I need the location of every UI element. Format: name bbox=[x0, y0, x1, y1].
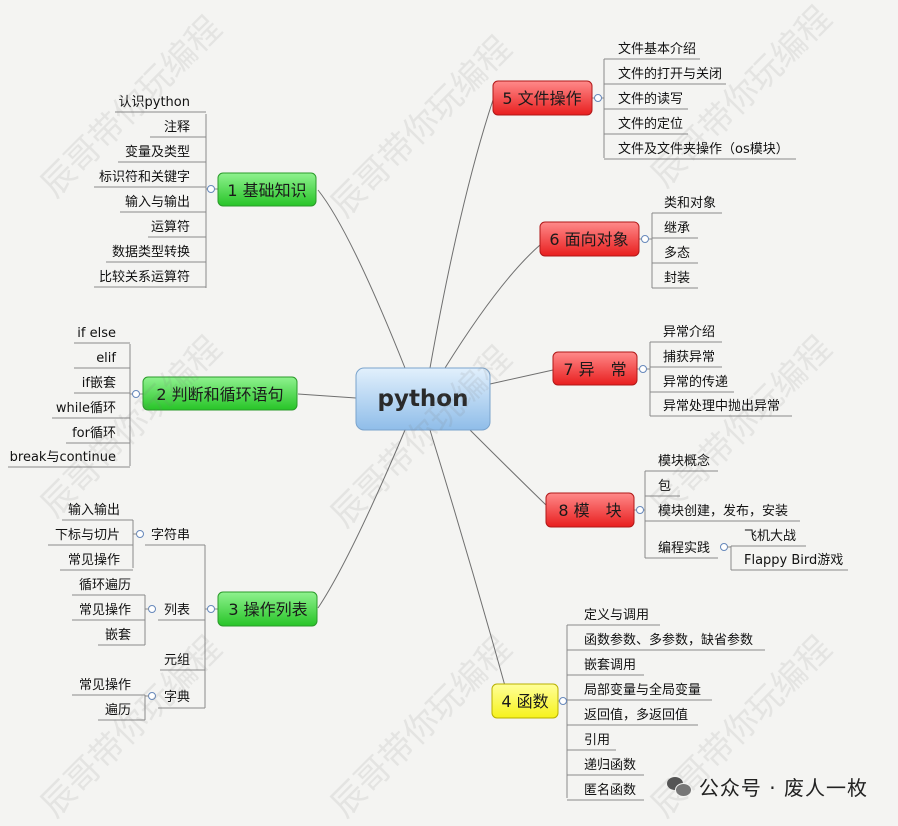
branch-lists: 3 操作列表 字符串 输入输出 下标与切片 常见操作 列表 循环遍历 常见操作 … bbox=[48, 502, 318, 721]
leaf-item: 输入输出 bbox=[68, 502, 120, 518]
leaf-item: 定义与调用 bbox=[584, 608, 649, 623]
branch-control-flow: 2 判断和循环语句 if else elif if嵌套 while循环 for循… bbox=[8, 326, 298, 468]
leaf-item: 封装 bbox=[664, 271, 690, 286]
leaf-item: 类和对象 bbox=[664, 196, 716, 211]
branch-lists-node[interactable]: 3 操作列表 bbox=[217, 591, 318, 627]
leaf-item: 递归函数 bbox=[584, 758, 636, 773]
leaf-item: Flappy Bird游戏 bbox=[744, 553, 843, 568]
branch-exceptions-node[interactable]: 7 异 常 bbox=[552, 351, 638, 386]
branch-modules-node[interactable]: 8 模 块 bbox=[545, 492, 635, 528]
leaf-item: for循环 bbox=[72, 426, 116, 441]
leaf-item: if嵌套 bbox=[82, 375, 116, 391]
leaf-item: 常见操作 bbox=[79, 677, 131, 693]
sub-group-label: 字典 bbox=[164, 690, 190, 705]
branch-oop-label: 6 面向对象 bbox=[549, 230, 628, 249]
leaf-item: 文件的定位 bbox=[618, 116, 683, 132]
leaf-item: break与continue bbox=[10, 450, 116, 465]
center-node[interactable]: python bbox=[355, 367, 491, 431]
branch-oop-node[interactable]: 6 面向对象 bbox=[539, 221, 640, 257]
branch-modules: 8 模 块 模块概念 包 模块创建，发布，安装 编程实践 飞机大战 Flappy… bbox=[545, 453, 848, 571]
footer-text: 公众号 · 废人一枚 bbox=[698, 776, 868, 800]
leaf-item: 文件及文件夹操作（os模块） bbox=[618, 141, 789, 157]
leaf-item: if else bbox=[77, 326, 116, 341]
branch-files: 5 文件操作 文件基本介绍 文件的打开与关闭 文件的读写 文件的定位 文件及文件… bbox=[492, 42, 796, 160]
leaf-item: 异常介绍 bbox=[663, 325, 715, 340]
leaf-item: 嵌套调用 bbox=[584, 657, 636, 673]
wechat-footer: 公众号 · 废人一枚 bbox=[666, 772, 868, 801]
branch-oop: 6 面向对象 类和对象 继承 多态 封装 bbox=[539, 196, 722, 289]
branch-files-node[interactable]: 5 文件操作 bbox=[492, 80, 593, 116]
leaf-item: 匿名函数 bbox=[584, 782, 636, 798]
leaf-item: 函数参数、多参数，缺省参数 bbox=[584, 632, 753, 648]
leaf-item: 运算符 bbox=[151, 219, 190, 235]
leaf-item: 输入与输出 bbox=[125, 194, 190, 210]
sub-group-label: 列表 bbox=[164, 603, 190, 618]
branch-exceptions: 7 异 常 异常介绍 捕获异常 异常的传递 异常处理中抛出异常 bbox=[552, 325, 792, 417]
branch-basics: 1 基础知识 认识python 注释 变量及类型 标识符和关键字 输入与输出 运… bbox=[94, 95, 317, 288]
leaf-item: 飞机大战 bbox=[744, 529, 796, 544]
leaf-item: 循环遍历 bbox=[79, 577, 131, 593]
leaf-item: 变量及类型 bbox=[125, 144, 190, 160]
leaf-item: 注释 bbox=[164, 120, 190, 135]
leaf-item: 模块概念 bbox=[658, 453, 710, 469]
branch-functions: 4 函数 定义与调用 函数参数、多参数，缺省参数 嵌套调用 局部变量与全局变量 … bbox=[491, 608, 765, 801]
sub-group-label: 字符串 bbox=[151, 527, 190, 543]
branch-control-flow-node[interactable]: 2 判断和循环语句 bbox=[142, 376, 298, 411]
branch-exceptions-label: 7 异 常 bbox=[563, 360, 626, 379]
leaf-item: 包 bbox=[658, 479, 671, 494]
sub-group-label: 元组 bbox=[164, 653, 190, 668]
leaf-item: 嵌套 bbox=[105, 627, 131, 643]
branch-lists-label: 3 操作列表 bbox=[228, 600, 307, 619]
spokes bbox=[297, 99, 554, 687]
branch-files-label: 5 文件操作 bbox=[502, 89, 581, 108]
leaf-item: 局部变量与全局变量 bbox=[584, 682, 701, 698]
leaf-item: 遍历 bbox=[105, 702, 131, 718]
leaf-item: 文件基本介绍 bbox=[618, 42, 696, 57]
wechat-icon bbox=[666, 776, 692, 797]
branch-functions-label: 4 函数 bbox=[501, 692, 548, 711]
leaf-item: 标识符和关键字 bbox=[99, 169, 190, 185]
branch-control-flow-label: 2 判断和循环语句 bbox=[156, 385, 283, 404]
leaf-item: 认识python bbox=[119, 95, 190, 110]
leaf-item: 比较关系运算符 bbox=[99, 269, 190, 285]
leaf-item: 多态 bbox=[664, 245, 690, 261]
leaf-item: 常见操作 bbox=[68, 552, 120, 568]
leaf-item: 引用 bbox=[584, 733, 610, 748]
leaf-item: while循环 bbox=[56, 401, 116, 416]
center-label: python bbox=[377, 386, 468, 412]
leaf-item: 继承 bbox=[664, 221, 690, 236]
leaf-item: 返回值，多返回值 bbox=[584, 707, 688, 723]
leaf-item: 常见操作 bbox=[79, 602, 131, 618]
leaf-item: 捕获异常 bbox=[663, 349, 715, 365]
branch-basics-node[interactable]: 1 基础知识 bbox=[217, 172, 317, 207]
leaf-item: 下标与切片 bbox=[55, 528, 120, 543]
leaf-item: 文件的打开与关闭 bbox=[618, 66, 722, 82]
branch-modules-label: 8 模 块 bbox=[558, 501, 621, 520]
leaf-lines-b1 bbox=[94, 111, 206, 288]
leaf-item: 异常处理中抛出异常 bbox=[663, 399, 780, 414]
branch-basics-label: 1 基础知识 bbox=[227, 181, 306, 200]
leaf-item: 数据类型转换 bbox=[112, 245, 190, 260]
leaf-item: 编程实践 bbox=[658, 541, 710, 556]
leaf-item: 异常的传递 bbox=[663, 374, 728, 390]
leaf-item: 模块创建，发布，安装 bbox=[658, 503, 788, 519]
leaf-item: elif bbox=[96, 351, 116, 366]
branch-functions-node[interactable]: 4 函数 bbox=[491, 683, 559, 719]
leaf-item: 文件的读写 bbox=[618, 91, 683, 107]
